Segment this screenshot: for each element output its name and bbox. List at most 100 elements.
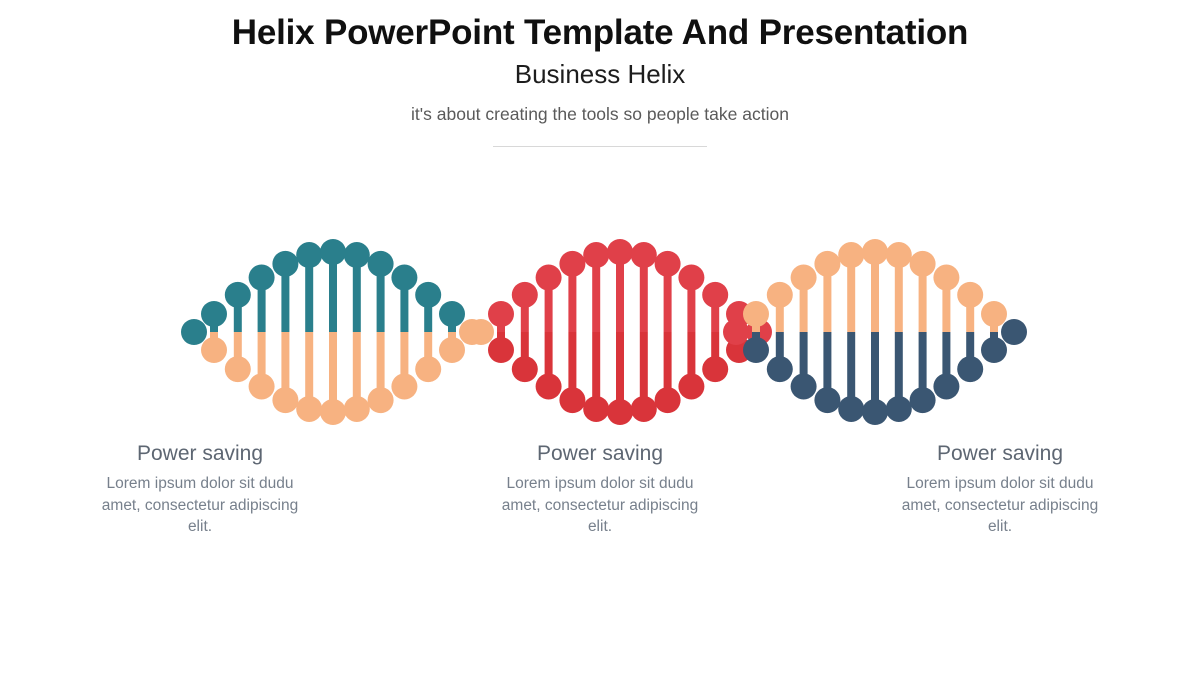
helix-rung [320, 239, 346, 425]
helix-node-bottom [488, 337, 514, 363]
helix-node-bottom [415, 356, 442, 383]
caption-item: Power saving Lorem ipsum dolor sit dudu … [800, 441, 1200, 537]
helix-node-top [343, 242, 370, 269]
helix-node-top [957, 281, 984, 308]
helix-rung-stem-bottom [871, 332, 879, 412]
helix-node-bottom [439, 337, 465, 363]
helix-node-bottom [862, 399, 888, 425]
helix-rung-stem-top [329, 252, 337, 332]
helix-rung-stem-bottom [281, 332, 290, 401]
helix-node-bottom [224, 356, 251, 383]
helix-node-top [296, 242, 323, 269]
helix-node-bottom [909, 387, 936, 414]
helix-node-top [909, 250, 936, 277]
helix-node-top [678, 264, 705, 291]
helix-rung-stem-top [233, 294, 242, 332]
teal-peach-helix [181, 225, 485, 435]
helix-rung [559, 250, 586, 414]
helix-rung-stem-bottom [424, 332, 433, 370]
helix-node-bottom [814, 387, 841, 414]
helix-rung [957, 281, 984, 383]
helix-rung-stem-top [639, 255, 648, 332]
helix-node-bottom [743, 337, 769, 363]
helix-rung [743, 301, 769, 363]
helix-rung-stem-bottom [520, 332, 529, 370]
helix-node-top [391, 264, 418, 291]
helix-rung-stem-top [799, 277, 808, 332]
helix-rung [343, 242, 370, 422]
caption-row: Power saving Lorem ipsum dolor sit dudu … [0, 441, 1200, 537]
helix-rung-stem-bottom [775, 332, 784, 370]
helix-rung-stem-top [918, 263, 927, 332]
helix-rung [981, 301, 1007, 363]
helix-rung-stem-top [847, 255, 856, 332]
header-divider [493, 146, 707, 148]
helix-rung-stem-bottom [305, 332, 314, 409]
helix-rung-stem-top [942, 277, 951, 332]
helix-rung [488, 301, 514, 363]
helix-rung [511, 281, 538, 383]
helix-rung-stem-top [281, 263, 290, 332]
helix-node-top [535, 264, 562, 291]
helix-node-bottom [790, 373, 817, 400]
helix-rung-stem-bottom [799, 332, 808, 387]
helix-node-top [415, 281, 442, 308]
helix-rung-stem-bottom [823, 332, 832, 401]
page-tagline: it's about creating the tools so people … [411, 104, 789, 125]
page-title: Helix PowerPoint Template And Presentati… [231, 13, 969, 52]
helix-rung-stem-top [687, 277, 696, 332]
helix-node-top [320, 239, 346, 265]
helix-node-top [439, 301, 465, 327]
helix-rung [678, 264, 705, 400]
helix-rung-stem-bottom [329, 332, 337, 412]
caption-title: Power saving [536, 442, 664, 465]
helix-rung-stem-top [775, 294, 784, 332]
helix-rung-stem-bottom [847, 332, 856, 409]
helix-rung-stem-top [424, 294, 433, 332]
helix-node-top [790, 264, 817, 291]
helix-rung-stem-top [592, 255, 601, 332]
helix-node-bottom [838, 395, 865, 422]
helix-rung-stem-bottom [663, 332, 672, 401]
caption-body: Lorem ipsum dolor sit dudu amet, consect… [101, 475, 299, 535]
helix-end-dot [468, 319, 494, 345]
caption-item: Power saving Lorem ipsum dolor sit dudu … [400, 441, 800, 537]
helix-end-dot [723, 319, 749, 345]
helix-node-bottom [702, 356, 729, 383]
helix-rung [535, 264, 562, 400]
slide-header: Helix PowerPoint Template And Presentati… [0, 0, 1200, 148]
helix-rung-stem-bottom [352, 332, 361, 409]
helix-rung-stem-bottom [711, 332, 720, 370]
helix-rung-stem-top [352, 255, 361, 332]
helix-rung-stem-top [966, 294, 975, 332]
helix-node-top [201, 301, 227, 327]
helix-rung [885, 242, 912, 422]
helix-node-top [933, 264, 960, 291]
helix-rung [391, 264, 418, 400]
helix-rung-stem-top [711, 294, 720, 332]
helix-node-bottom [607, 399, 633, 425]
helix-node-bottom [630, 395, 657, 422]
helix-node-top [583, 242, 610, 269]
helix-rung-stem-top [616, 252, 624, 332]
helix-node-bottom [981, 337, 1007, 363]
helix-node-bottom [678, 373, 705, 400]
helix-rung-stem-bottom [918, 332, 927, 401]
helix-node-bottom [391, 373, 418, 400]
helix-rung-stem-bottom [966, 332, 975, 370]
helix-rung-stem-top [823, 263, 832, 332]
helix-rung-stem-bottom [639, 332, 648, 409]
helix-rung [607, 239, 633, 425]
helix-rung-stem-bottom [942, 332, 951, 387]
helix-rung-stem-top [257, 277, 266, 332]
helix-node-top [743, 301, 769, 327]
helix-rung [838, 242, 865, 422]
helix-end-dot [181, 319, 207, 345]
helix-rung-stem-top [894, 255, 903, 332]
helix-rung [439, 301, 465, 363]
helix-node-top [814, 250, 841, 277]
helix-rung-stem-bottom [687, 332, 696, 387]
helix-rung-stem-top [544, 277, 553, 332]
helix-rung [630, 242, 657, 422]
helix-node-top [766, 281, 793, 308]
